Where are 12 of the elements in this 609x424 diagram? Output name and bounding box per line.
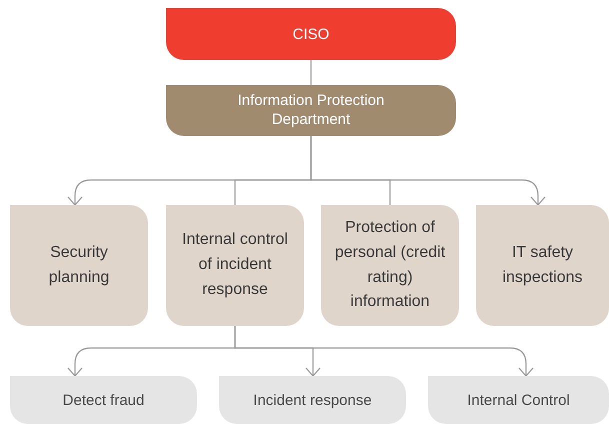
function-box: Incident response [219,376,406,424]
unit-box: Protection of personal (credit rating) information [321,205,459,326]
unit-box: IT safety inspections [476,205,609,326]
arrow [310,136,546,206]
role-box: CISO [166,8,456,60]
unit-box: Security planning [10,205,148,326]
function-box: Detect fraud [10,376,197,424]
department-box: Information Protection Department [166,85,456,136]
connector-line [310,60,312,85]
function-box: Internal Control [428,376,609,424]
unit-box: Internal control of incident response [166,205,304,326]
arrow [234,326,534,377]
